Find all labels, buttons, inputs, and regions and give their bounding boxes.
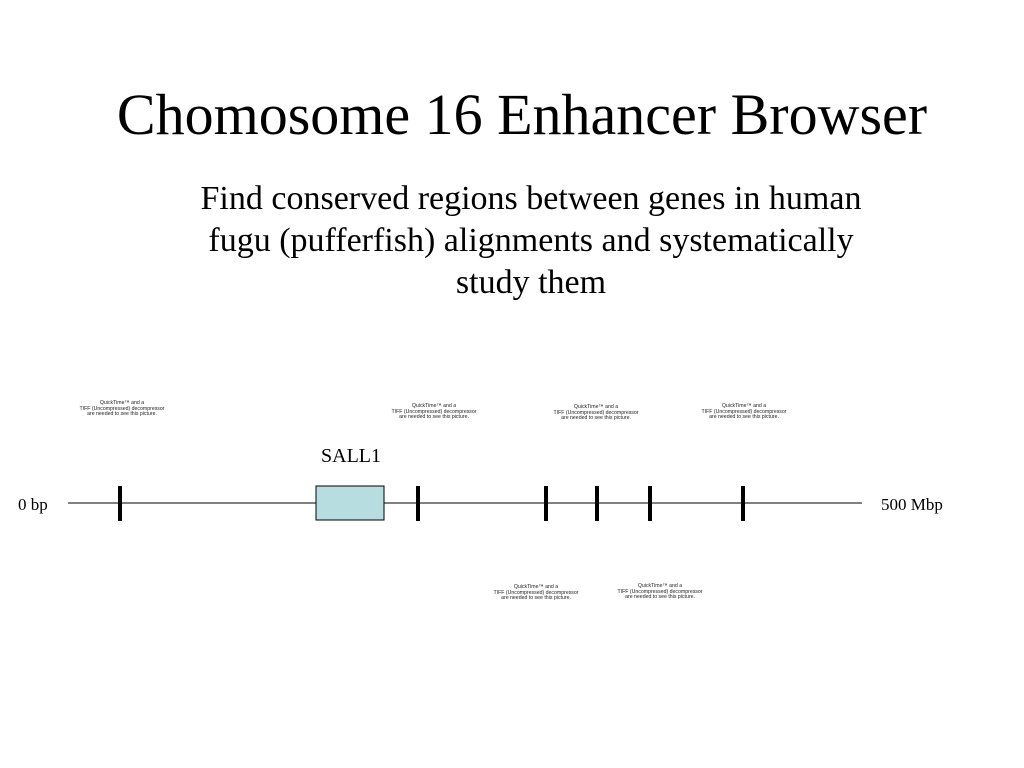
subtitle-line-3: study them <box>455 264 607 301</box>
quicktime-placeholder: QuickTime™ and a TIFF (Uncompressed) dec… <box>553 404 639 422</box>
axis-start-label: 0 bp <box>18 495 48 514</box>
quicktime-placeholder: QuickTime™ and a TIFF (Uncompressed) dec… <box>493 584 579 602</box>
slide-subtitle: Find conserved regions between genes in … <box>130 178 932 304</box>
axis-end-label: 500 Mbp <box>881 495 943 514</box>
subtitle-line-2: fugu (pufferfish) alignments and systema… <box>208 222 854 259</box>
chromosome-track <box>68 485 862 521</box>
subtitle-line-1: Find conserved regions between genes in … <box>200 180 862 217</box>
slide-title: Chomosome 16 Enhancer Browser <box>116 82 928 147</box>
gene-label-sall1: SALL1 <box>321 445 381 467</box>
quicktime-placeholder: QuickTime™ and a TIFF (Uncompressed) dec… <box>701 403 787 421</box>
quicktime-placeholder: QuickTime™ and a TIFF (Uncompressed) dec… <box>79 400 165 418</box>
quicktime-placeholder: QuickTime™ and a TIFF (Uncompressed) dec… <box>617 583 703 601</box>
chromosome-diagram: QuickTime™ and a TIFF (Uncompressed) dec… <box>0 380 1024 620</box>
quicktime-placeholder: QuickTime™ and a TIFF (Uncompressed) dec… <box>391 403 477 421</box>
gene-box-sall1 <box>315 485 385 521</box>
